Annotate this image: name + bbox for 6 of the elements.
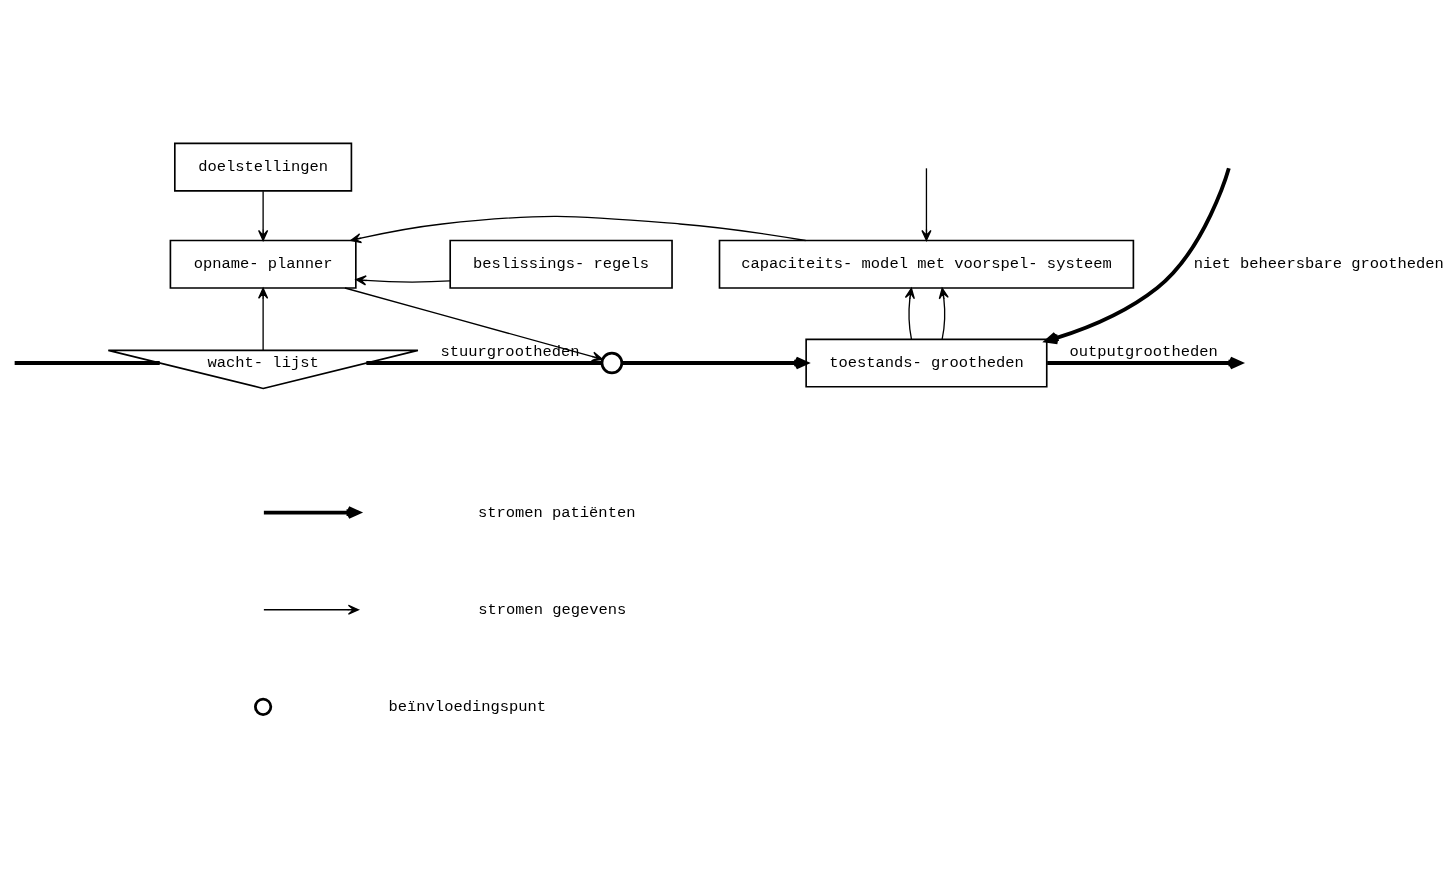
legend-label: stromen patiënten bbox=[477, 503, 636, 522]
edge-label: stuurgrootheden bbox=[440, 342, 580, 361]
legend-label: stromen gegevens bbox=[478, 600, 627, 619]
legend-label: beïnvloedingspunt bbox=[388, 697, 547, 716]
edge-label: niet beheersbare grootheden bbox=[1193, 255, 1444, 274]
edge-label: outputgrootheden bbox=[1069, 342, 1218, 361]
